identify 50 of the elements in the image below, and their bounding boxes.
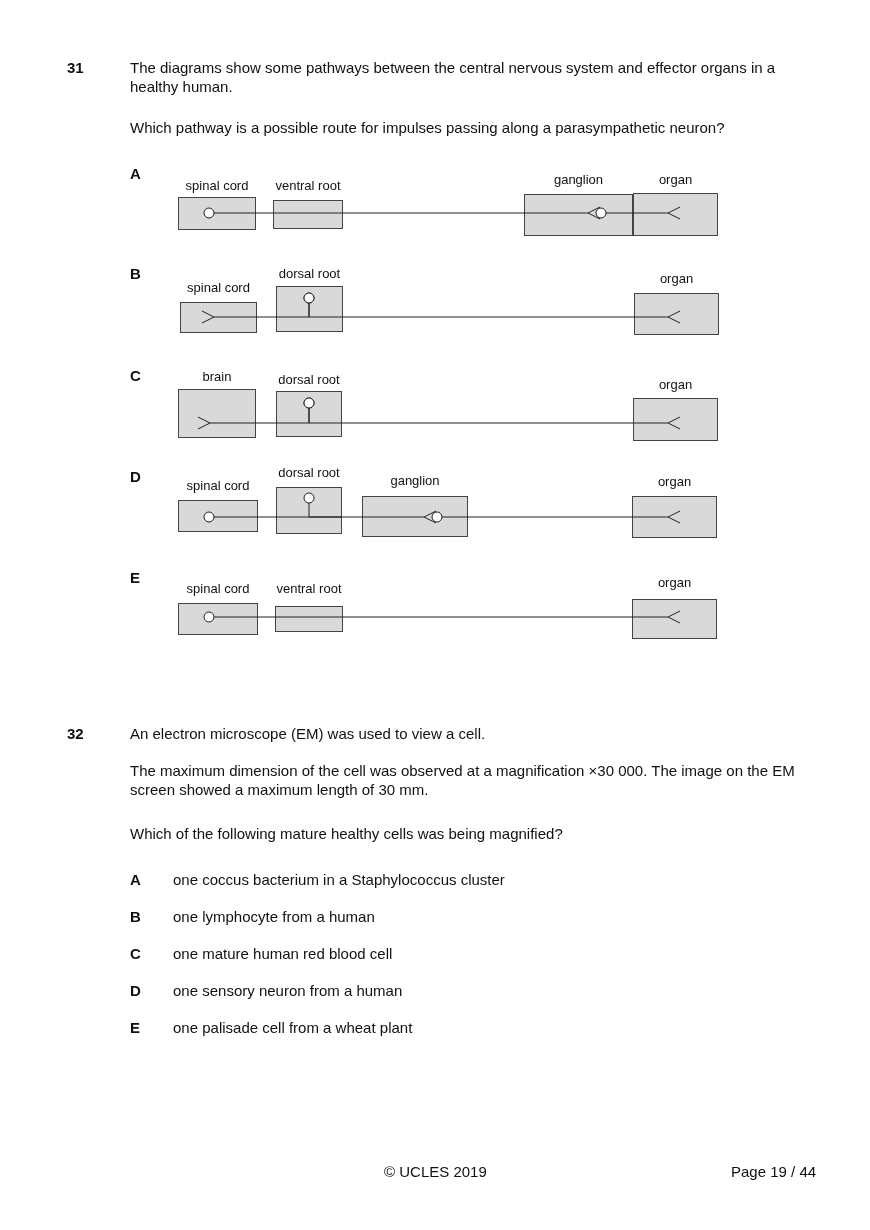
footer-text: Page 19 / 44	[731, 1162, 817, 1181]
box-label: spinal cord	[184, 178, 250, 194]
box-label: ganglion	[552, 172, 605, 188]
box-label: ventral root	[274, 178, 342, 194]
option-letter: E	[130, 1018, 140, 1037]
box-label: organ	[656, 575, 693, 591]
box-label: organ	[656, 474, 693, 490]
neuron-line	[303, 492, 437, 524]
box-label: ventral root	[275, 581, 343, 597]
option-letter: C	[130, 366, 141, 385]
option-letter: C	[130, 944, 141, 963]
option-letter: A	[130, 870, 141, 889]
box-label: dorsal root	[277, 465, 341, 481]
question-number: 32	[67, 724, 84, 743]
box-label: dorsal root	[277, 266, 342, 282]
box-label: spinal cord	[186, 280, 251, 296]
neuron-line	[431, 510, 681, 524]
box-label: spinal cord	[185, 581, 251, 597]
question-text: one mature human red blood cell	[173, 944, 393, 963]
neuron-line	[303, 292, 681, 324]
box-label: ganglion	[389, 473, 441, 489]
option-letter: D	[130, 981, 141, 1000]
neuron-line	[203, 611, 344, 623]
footer-text: © UCLES 2019	[384, 1162, 487, 1181]
box-label: organ	[657, 377, 694, 393]
question-text: one lymphocyte from a human	[173, 907, 375, 926]
box-label: organ	[658, 271, 695, 287]
neuron-line	[342, 610, 681, 624]
neuron-line	[303, 397, 681, 430]
option-letter: E	[130, 568, 140, 587]
question-text: Which pathway is a possible route for impulses passing along a parasympathetic neuron?	[130, 118, 725, 137]
question-text: The diagrams show some pathways between the central nervous system and effector organs in a healthy human.	[130, 58, 777, 96]
box-label: organ	[657, 172, 694, 188]
option-letter: A	[130, 164, 141, 183]
question-number: 31	[67, 58, 84, 77]
neuron-line	[342, 206, 601, 220]
question-text: one coccus bacterium in a Staphylococcus cluster	[173, 870, 505, 889]
question-text: Which of the following mature healthy cells was being magnified?	[130, 824, 563, 843]
option-letter: D	[130, 467, 141, 486]
question-text: An electron microscope (EM) was used to view a cell.	[130, 724, 486, 743]
box-label: dorsal root	[277, 372, 341, 388]
neuron-line	[595, 206, 681, 220]
question-text: one palisade cell from a wheat plant	[173, 1018, 413, 1037]
box-label: brain	[201, 369, 233, 385]
box-label: spinal cord	[185, 478, 251, 494]
question-text: one sensory neuron from a human	[173, 981, 403, 1000]
neuron-line	[203, 207, 344, 219]
option-letter: B	[130, 907, 141, 926]
option-letter: B	[130, 264, 141, 283]
question-text: The maximum dimension of the cell was observed at a magnification ×30 000. The image on the EM screen showed a maximum length of 30 mm.	[130, 761, 796, 799]
